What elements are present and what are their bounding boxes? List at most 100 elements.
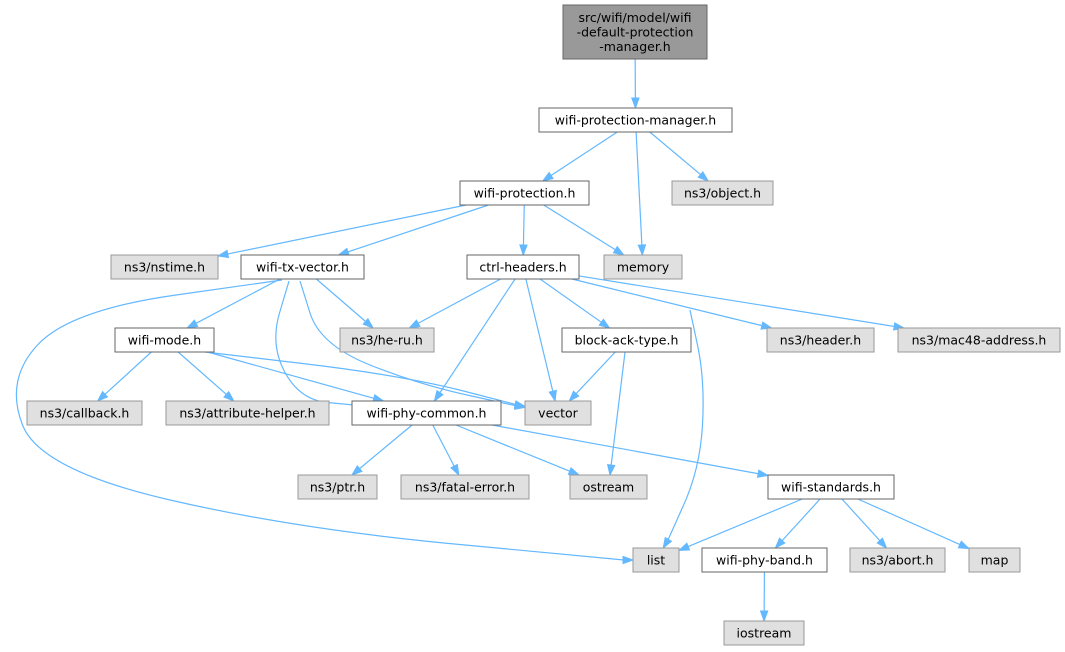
edge-ctrl-to-heru [408,278,501,329]
node-ptr: ns3/ptr.h [297,474,378,500]
edge-line [417,278,501,325]
edge-arrowhead [606,464,616,477]
node-label: memory [617,260,670,275]
node-root[interactable]: src/wifi/model/wifi-default-protection-m… [562,4,708,60]
edges-layer [15,58,971,623]
edge-arrowhead [185,319,199,329]
edge-arrowhead [350,464,363,476]
node-label: map [981,553,1009,568]
edge-root-to-wpm [631,58,640,110]
node-box [351,400,502,426]
node-box [297,474,378,500]
node-std[interactable]: wifi-standards.h [767,474,895,500]
edge-wp-to-ctrl [519,204,528,257]
edge-arrowhead [612,245,626,256]
edge-wp-to-mem [543,204,626,256]
edge-txv-to-mode [185,278,281,329]
node-label: block-ack-type.h [575,333,679,348]
edge-txv-to-list [15,279,635,565]
edge-line [204,351,517,406]
edge-phyc-to-fatal [432,424,460,477]
edge-arrowhead [759,610,769,623]
node-box [562,4,708,60]
node-label: wifi-standards.h [781,480,881,495]
node-mode[interactable]: wifi-mode.h [114,327,215,353]
node-box [400,474,530,500]
edge-bat-to-vec [568,351,616,403]
node-label: wifi-mode.h [128,333,201,348]
edge-bat-to-ostream [606,351,626,477]
node-label: ns3/header.h [780,333,861,348]
node-mac48: ns3/mac48-address.h [897,327,1061,353]
node-box [114,327,215,353]
edge-line [15,279,625,561]
node-box [849,547,946,573]
node-ostream: ostream [569,474,648,500]
node-attr: ns3/attribute-helper.h [165,400,330,426]
edge-line [226,204,467,255]
node-phyc[interactable]: wifi-phy-common.h [351,400,502,426]
edge-wpm-to-obj [649,131,710,182]
node-box [968,547,1021,573]
edge-line [549,131,618,177]
edge-arrowhead [548,389,557,403]
node-wp[interactable]: wifi-protection.h [459,180,590,206]
node-iostream: iostream [723,620,805,646]
node-box [524,400,592,426]
node-label: ctrl-headers.h [479,260,566,275]
edge-line [207,351,375,400]
node-box [671,180,774,206]
nodes-layer: src/wifi/model/wifi-default-protection-m… [26,4,1061,646]
node-label: ns3/ptr.h [310,480,365,495]
edge-arrowhead [760,321,774,330]
node-label: ns3/he-ru.h [351,333,423,348]
edge-line [358,424,413,470]
edge-line [687,498,803,548]
edge-line [103,351,152,396]
edge-arrowhead [677,542,691,551]
edge-wpm-to-mem [635,131,647,257]
node-mem: memory [603,254,683,280]
edge-line [857,498,962,546]
edge-txv-to-heru [315,278,375,329]
node-txv[interactable]: wifi-tx-vector.h [240,254,365,280]
node-obj: ns3/object.h [671,180,774,206]
node-label: -manager.h [599,39,670,54]
edge-line [346,204,489,253]
node-label: -default-protection [577,25,694,40]
node-box [110,254,219,280]
node-box [766,327,875,353]
edge-line [194,278,281,325]
node-band[interactable]: wifi-phy-band.h [701,547,828,573]
edge-arrowhead [637,244,647,257]
edge-arrowhead [631,97,640,110]
edge-std-to-band [774,498,821,550]
node-bat[interactable]: block-ack-type.h [561,327,692,353]
node-label: wifi-tx-vector.h [256,260,349,275]
edge-line [491,424,760,475]
node-label: wifi-phy-common.h [367,406,487,421]
node-box [701,547,828,573]
edge-wp-to-nstime [216,204,467,259]
node-label: vector [538,406,579,421]
edge-arrowhead [362,317,375,329]
node-label: ns3/attribute-helper.h [179,406,315,421]
node-label: wifi-protection-manager.h [555,113,716,128]
edge-arrowhead [598,318,611,329]
node-ctrl[interactable]: ctrl-headers.h [466,254,580,280]
edge-line [571,278,763,327]
edge-arrowhead [408,319,421,329]
edge-arrowhead [568,390,580,403]
edge-arrowhead [662,536,673,550]
edge-std-to-list [677,498,803,551]
edge-mode-to-attr [177,351,235,402]
edge-band-to-iostream [759,571,769,623]
node-box [26,400,143,426]
edge-arrowhead [216,249,230,259]
edge-line [781,498,821,542]
node-wpm[interactable]: wifi-protection-manager.h [538,107,733,133]
node-abort: ns3/abort.h [849,547,946,573]
edge-wp-to-txv [337,204,489,256]
node-label: wifi-phy-band.h [716,553,813,568]
